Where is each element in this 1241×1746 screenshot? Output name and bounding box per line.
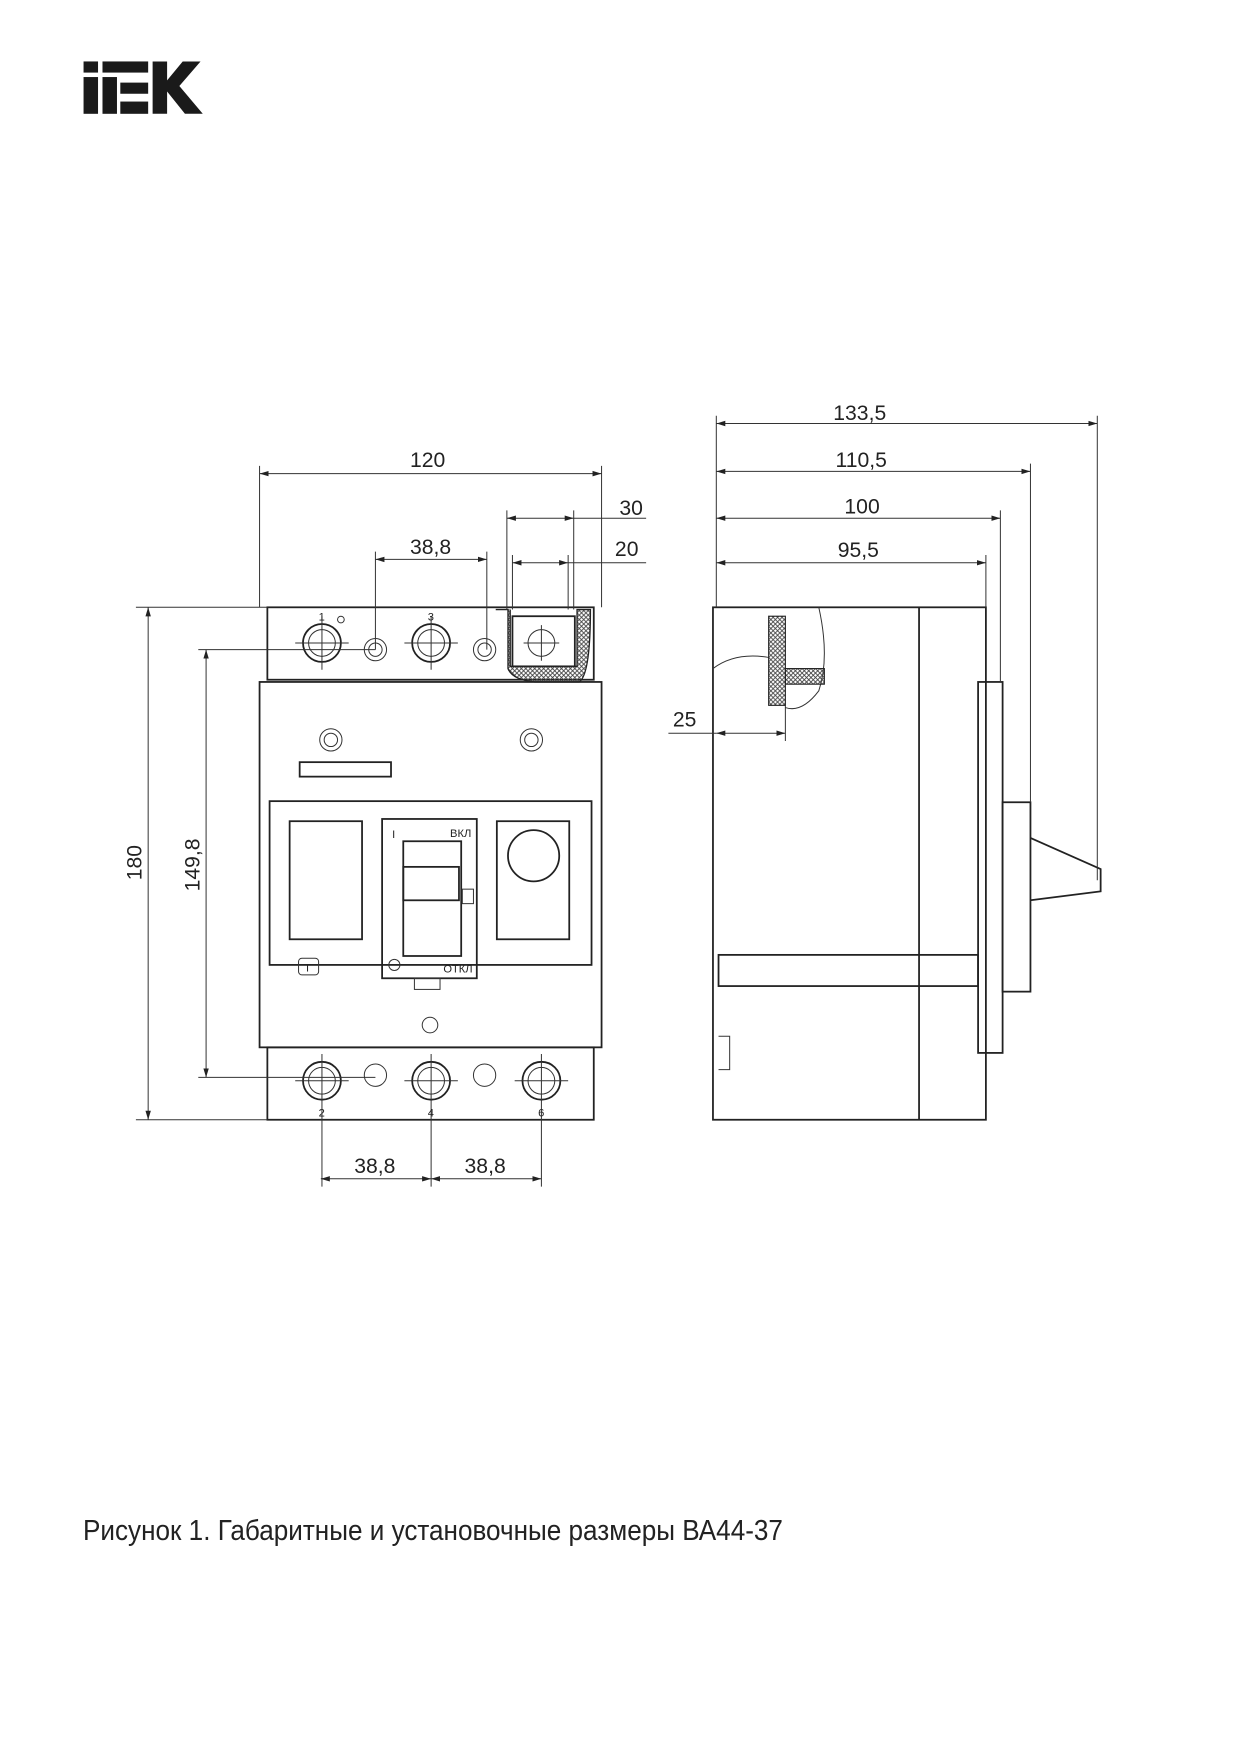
dim-mount-height: 149,8 bbox=[181, 838, 204, 891]
dim-20: 20 bbox=[615, 538, 639, 561]
dim-pitch-bottom-left: 38,8 bbox=[354, 1155, 395, 1178]
terminal-2-label: 2 bbox=[319, 1107, 325, 1119]
front-view: 1 3 I ВКЛ ОТКЛ T 2 4 6 bbox=[258, 606, 603, 1187]
test-button-label: T bbox=[304, 963, 311, 975]
terminal-3-label: 3 bbox=[428, 612, 434, 624]
terminal-6-label: 6 bbox=[538, 1107, 544, 1119]
dim-pitch-top: 38,8 bbox=[410, 536, 451, 559]
terminal-4-label: 4 bbox=[428, 1107, 434, 1119]
dim-95-5: 95,5 bbox=[838, 539, 879, 562]
handle-i-mark: I bbox=[392, 829, 395, 841]
side-view bbox=[712, 606, 1102, 1121]
dim-height: 180 bbox=[123, 845, 146, 880]
dim-30: 30 bbox=[619, 497, 643, 520]
handle-off-label: ОТКЛ bbox=[443, 964, 472, 976]
dim-25: 25 bbox=[673, 709, 697, 732]
dim-110-5: 110,5 bbox=[836, 449, 887, 472]
dim-133-5: 133,5 bbox=[833, 402, 886, 425]
front-dimensions: 120 38,8 30 20 180 149,8 38,8 38,8 bbox=[123, 449, 647, 1182]
terminal-1-label: 1 bbox=[319, 612, 325, 624]
dim-width: 120 bbox=[410, 449, 445, 472]
iek-logo bbox=[83, 61, 203, 114]
dim-100: 100 bbox=[844, 496, 879, 519]
figure-caption: Рисунок 1. Габаритные и установочные раз… bbox=[83, 1515, 783, 1547]
side-dimensions: 133,5 110,5 100 95,5 25 bbox=[668, 402, 1098, 881]
dim-pitch-bottom-right: 38,8 bbox=[465, 1155, 506, 1178]
handle-on-label: ВКЛ bbox=[450, 828, 471, 840]
